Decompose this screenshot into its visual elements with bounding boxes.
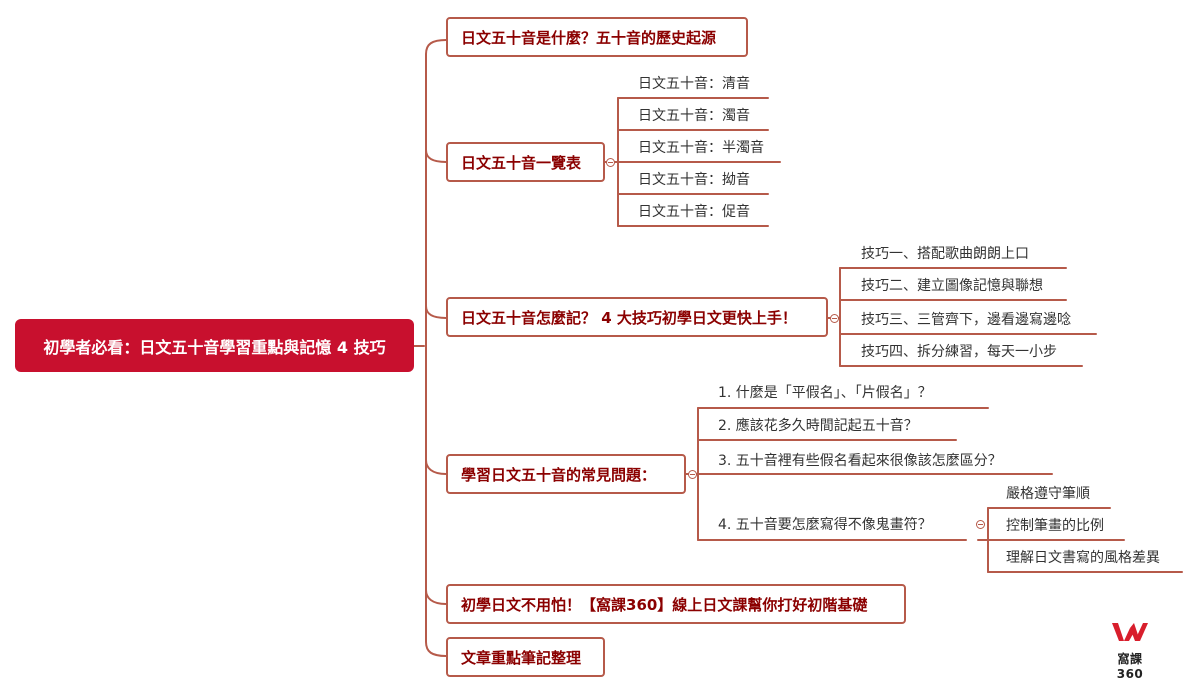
leaf-faq-2[interactable]: 2. 應該花多久時間記起五十音？: [718, 418, 918, 434]
brand-logo: 窩課360: [1105, 620, 1155, 681]
leaf-faq-4[interactable]: 4. 五十音要怎麼寫得不像鬼畫符？: [718, 517, 932, 533]
root-topic[interactable]: 初學者必看：日文五十音學習重點與記憶 4 技巧: [15, 319, 414, 372]
branch-course[interactable]: 初學日文不用怕！【窩課360】線上日文課幫你打好初階基礎: [446, 584, 906, 624]
branch-faq[interactable]: 學習日文五十音的常見問題：: [446, 454, 686, 494]
logo-text: 窩課360: [1116, 652, 1144, 681]
collapse-toggle-writing[interactable]: [976, 520, 985, 529]
leaf-tip-1[interactable]: 技巧一、搭配歌曲朗朗上口: [861, 246, 1029, 262]
branch-notes[interactable]: 文章重點筆記整理: [446, 637, 605, 677]
collapse-toggle-faq[interactable]: [688, 470, 697, 479]
leaf-handakuon[interactable]: 日文五十音：半濁音: [638, 140, 764, 156]
branch-chart[interactable]: 日文五十音一覽表: [446, 142, 605, 182]
leaf-writing-style[interactable]: 理解日文書寫的風格差異: [1006, 550, 1160, 566]
leaf-youon[interactable]: 日文五十音：拗音: [638, 172, 750, 188]
collapse-toggle-tips[interactable]: [830, 314, 839, 323]
leaf-faq-3[interactable]: 3. 五十音裡有些假名看起來很像該怎麼區分？: [718, 453, 1002, 469]
leaf-seion[interactable]: 日文五十音：清音: [638, 76, 750, 92]
leaf-stroke-ratio[interactable]: 控制筆畫的比例: [1006, 518, 1104, 534]
leaf-tip-4[interactable]: 技巧四、拆分練習，每天一小步: [861, 344, 1057, 360]
leaf-faq-1[interactable]: 1. 什麼是「平假名」、「片假名」？: [718, 385, 932, 401]
collapse-toggle-chart[interactable]: [606, 158, 615, 167]
leaf-stroke-order[interactable]: 嚴格遵守筆順: [1006, 486, 1090, 502]
branch-memory-tips[interactable]: 日文五十音怎麼記？ 4 大技巧初學日文更快上手！: [446, 297, 828, 337]
leaf-tip-3[interactable]: 技巧三、三管齊下，邊看邊寫邊唸: [861, 312, 1071, 328]
branch-history[interactable]: 日文五十音是什麼？五十音的歷史起源: [446, 17, 748, 57]
wokeh-logo-icon: [1112, 623, 1148, 641]
leaf-sokuon[interactable]: 日文五十音：促音: [638, 204, 750, 220]
leaf-dakuon[interactable]: 日文五十音：濁音: [638, 108, 750, 124]
leaf-tip-2[interactable]: 技巧二、建立圖像記憶與聯想: [861, 278, 1043, 294]
